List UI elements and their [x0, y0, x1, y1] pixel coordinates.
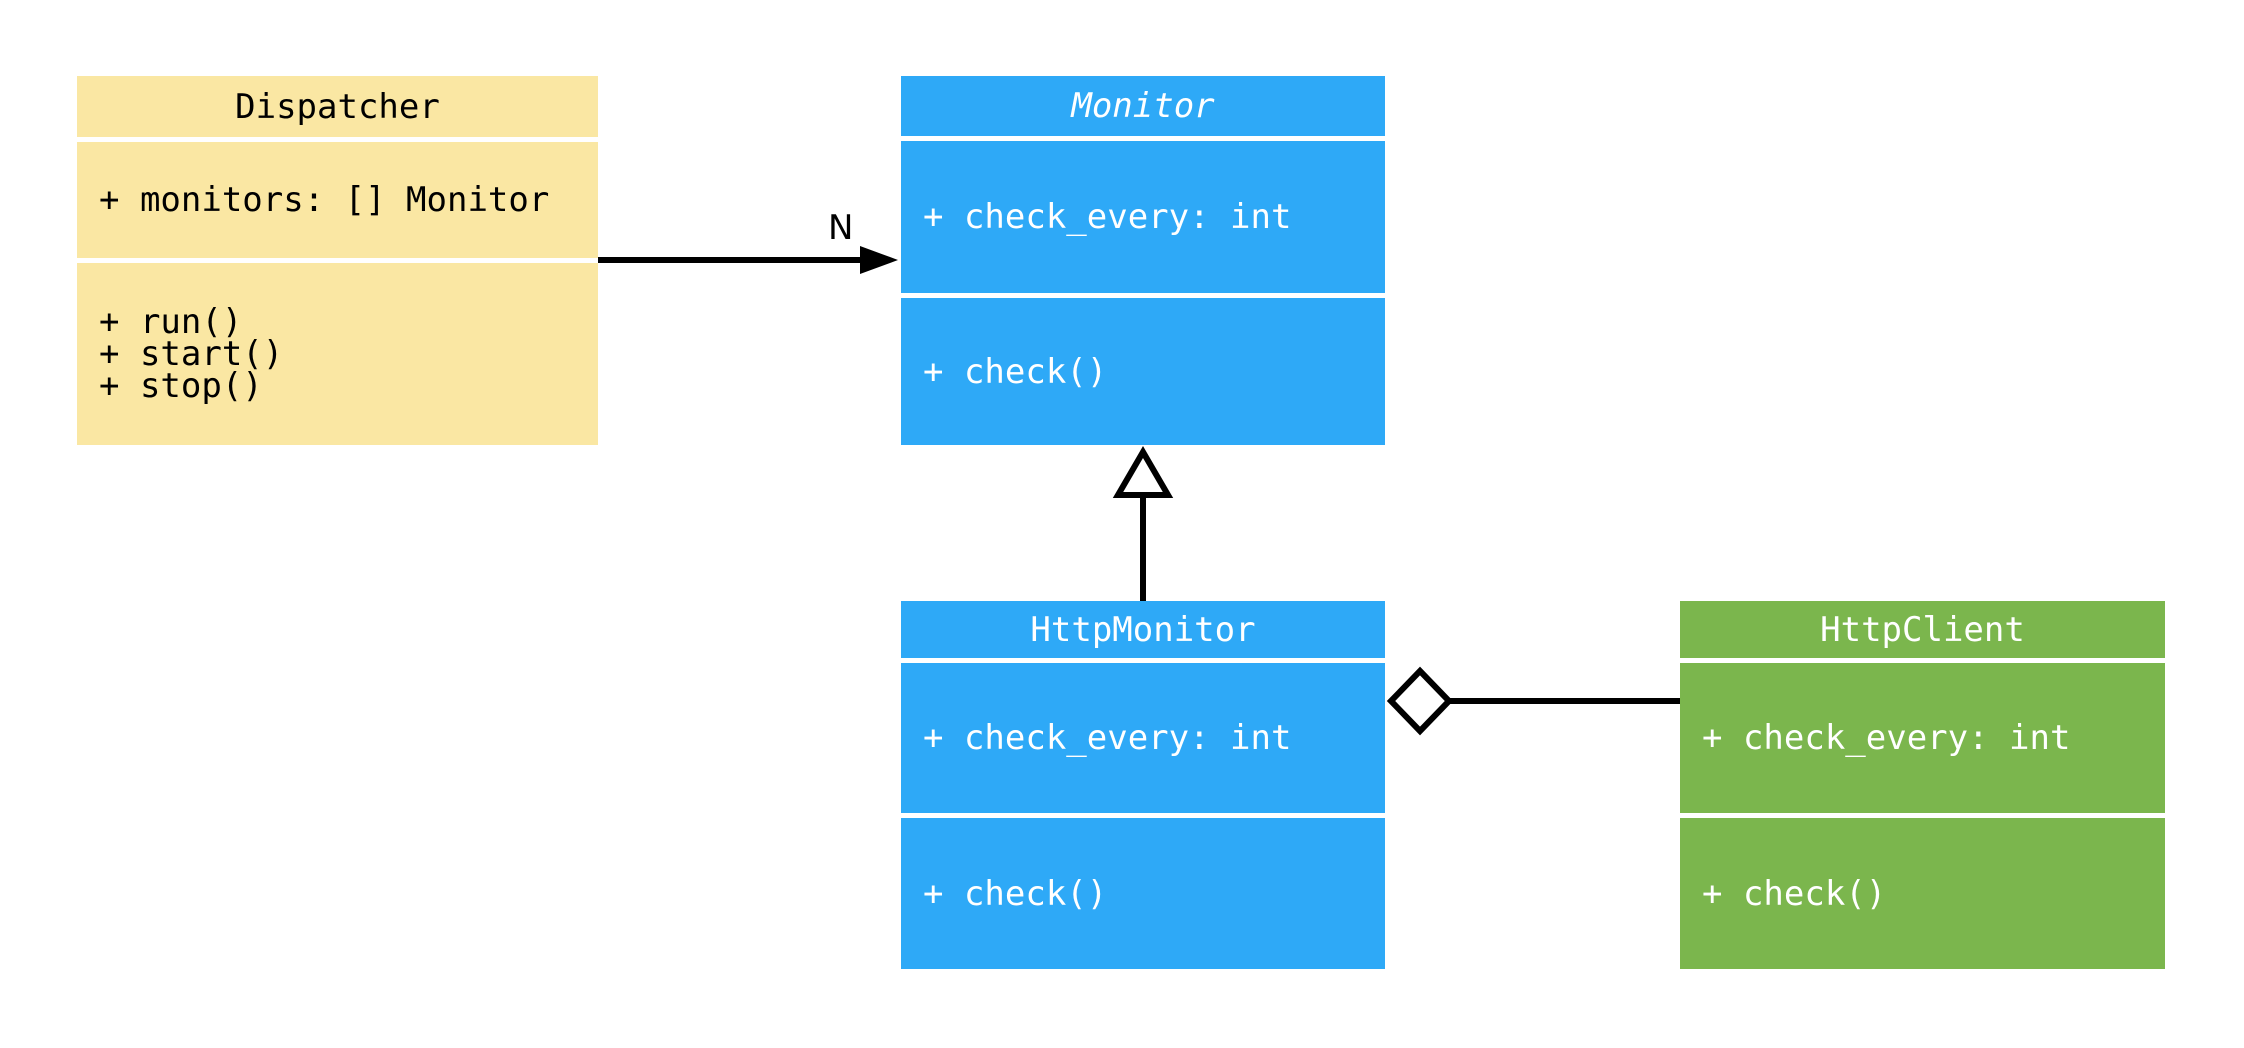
- aggregation-diamond-icon: [1386, 666, 1454, 736]
- attribute-row: + monitors: [] Monitor: [99, 180, 550, 220]
- method-row: + start(): [99, 334, 284, 374]
- class-methods-dispatcher: + run() + start() + stop(): [77, 263, 598, 445]
- class-box-http-client: HttpClient + check_every: int + check(): [1680, 601, 2165, 969]
- class-box-monitor: Monitor + check_every: int + check(): [901, 76, 1385, 445]
- method-row: + check(): [1702, 873, 1887, 914]
- attribute-row: + check_every: int: [923, 718, 1292, 758]
- class-title-http-client: HttpClient: [1680, 601, 2165, 658]
- class-methods-http-monitor: + check(): [901, 818, 1385, 969]
- association-arrowhead-icon: [860, 246, 898, 274]
- class-box-http-monitor: HttpMonitor + check_every: int + check(): [901, 601, 1385, 969]
- inheritance-triangle-icon: [1112, 446, 1174, 498]
- class-attributes-http-monitor: + check_every: int: [901, 663, 1385, 813]
- attribute-row: + check_every: int: [923, 197, 1292, 237]
- class-attributes-http-client: + check_every: int: [1680, 663, 2165, 813]
- association-multiplicity-label: N: [828, 208, 854, 248]
- class-box-dispatcher: Dispatcher + monitors: [] Monitor + run(…: [77, 76, 598, 445]
- class-attributes-monitor: + check_every: int: [901, 141, 1385, 293]
- method-row: + check(): [923, 351, 1108, 392]
- class-title-http-monitor: HttpMonitor: [901, 601, 1385, 658]
- class-attributes-dispatcher: + monitors: [] Monitor: [77, 142, 598, 258]
- attribute-row: + check_every: int: [1702, 718, 2071, 758]
- class-methods-http-client: + check(): [1680, 818, 2165, 969]
- method-row: + check(): [923, 873, 1108, 914]
- method-row: + run(): [99, 302, 243, 342]
- method-row: + stop(): [99, 366, 263, 406]
- class-title-dispatcher: Dispatcher: [77, 76, 598, 137]
- class-title-monitor: Monitor: [901, 76, 1385, 136]
- class-methods-monitor: + check(): [901, 298, 1385, 445]
